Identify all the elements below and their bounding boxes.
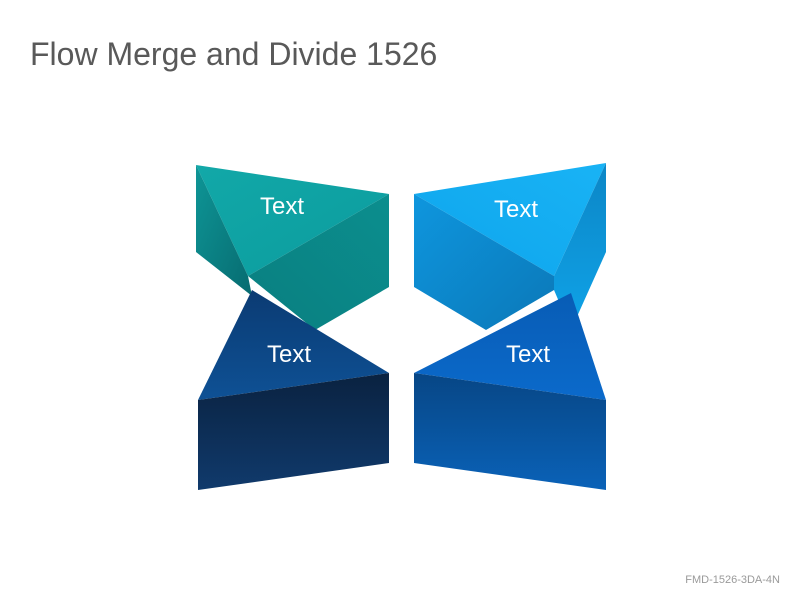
- shape-bottom-left-top-face: [198, 290, 389, 400]
- slide-code: FMD-1526-3DA-4N: [685, 574, 780, 586]
- shape-top-right-right-face: [554, 163, 606, 330]
- shape-bottom-right-label: Text: [506, 341, 550, 368]
- shape-bottom-right: Text: [414, 293, 606, 490]
- shape-bottom-right-front-face: [414, 373, 606, 490]
- shape-top-left-left-face: [196, 165, 252, 296]
- shape-top-right-top-face: [414, 163, 606, 276]
- shape-bottom-left: Text: [198, 290, 389, 490]
- slide-title: Flow Merge and Divide 1526: [30, 36, 438, 72]
- shape-top-left-label: Text: [260, 193, 304, 220]
- shape-top-left-right-face: [248, 194, 389, 330]
- shape-bottom-right-top-face: [414, 293, 606, 400]
- shape-top-right-label: Text: [494, 196, 538, 223]
- shape-top-left-top-face: [196, 165, 389, 276]
- shape-top-right-left-face: [414, 194, 554, 330]
- shape-bottom-left-label: Text: [267, 341, 311, 368]
- shape-top-right: Text: [414, 163, 606, 330]
- shape-bottom-left-front-face: [198, 373, 389, 490]
- shape-top-left: Text: [196, 165, 389, 330]
